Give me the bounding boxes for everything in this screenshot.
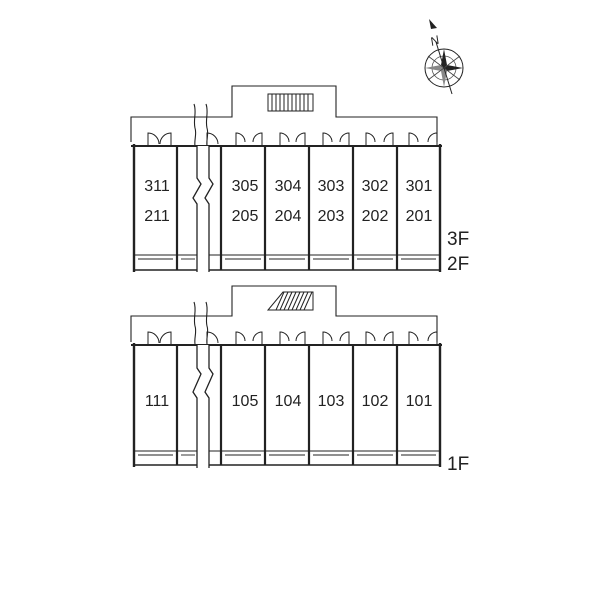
- lower-corridor-outline: [130, 285, 438, 342]
- unit-302-label: 302: [362, 178, 389, 195]
- unit-203-label: 203: [318, 208, 345, 225]
- lower-stairs-icon: [266, 291, 314, 311]
- floor-label-1f: 1F: [447, 454, 469, 475]
- compass: N: [424, 19, 464, 95]
- unit-304-label: 304: [275, 178, 302, 195]
- unit-102-label: 102: [362, 393, 389, 410]
- floor-label-3f: 3F: [447, 229, 469, 250]
- lower-partitions: [175, 345, 399, 465]
- upper-building-break: [192, 146, 214, 272]
- unit-201-label: 201: [406, 208, 433, 225]
- compass-rose-icon: [424, 41, 464, 95]
- unit-211-label: 211: [144, 208, 170, 225]
- upper-building-block: 311 211 305 205 304 204 303 203 302 202 …: [130, 85, 469, 275]
- lower-doors: [147, 331, 438, 344]
- unit-204-label: 204: [275, 208, 302, 225]
- unit-105-label: 105: [232, 393, 259, 410]
- upper-corridor-outline: [130, 85, 438, 142]
- lower-corridor-break: [193, 301, 209, 345]
- unit-303-label: 303: [318, 178, 345, 195]
- lower-building-block: 111 105 104 103 102 101 1F: [130, 285, 469, 475]
- upper-unit-labels: 311 211 305 205 304 204 303 203 302 202 …: [144, 178, 432, 225]
- upper-partitions: [175, 146, 399, 270]
- unit-202-label: 202: [362, 208, 389, 225]
- upper-doors: [147, 132, 438, 145]
- unit-301-label: 301: [406, 178, 433, 195]
- unit-101-label: 101: [406, 393, 433, 410]
- lower-unit-labels: 111 105 104 103 102 101: [145, 393, 433, 410]
- compass-label: N: [428, 33, 441, 49]
- unit-205-label: 205: [232, 208, 259, 225]
- upper-stairs-icon: [267, 93, 314, 112]
- unit-103-label: 103: [318, 393, 345, 410]
- lower-building-break: [192, 345, 214, 468]
- upper-corridor-break: [193, 103, 209, 147]
- unit-305-label: 305: [232, 178, 259, 195]
- unit-111-label: 111: [145, 393, 169, 410]
- unit-311-label: 311: [144, 178, 170, 195]
- unit-104-label: 104: [275, 393, 302, 410]
- floor-label-2f: 2F: [447, 254, 469, 275]
- north-arrow-icon: [429, 19, 437, 29]
